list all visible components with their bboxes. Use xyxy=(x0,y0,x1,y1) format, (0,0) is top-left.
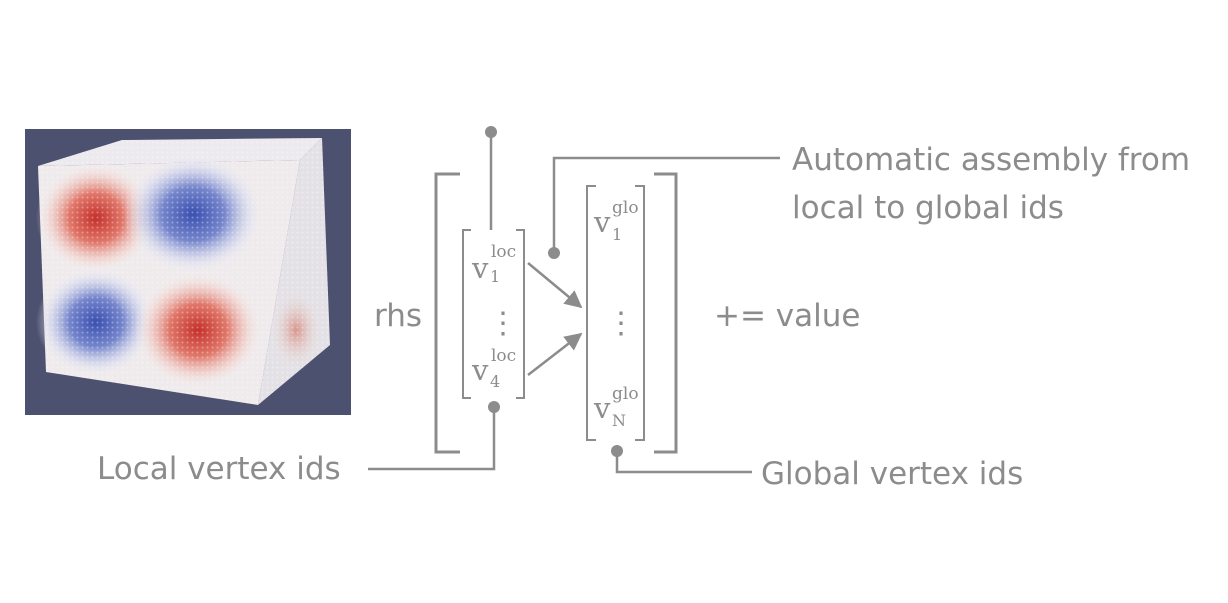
svg-text:loc: loc xyxy=(491,242,516,262)
automatic-assembly-label-line2: local to global ids xyxy=(792,190,1064,226)
svg-text:v: v xyxy=(593,391,611,425)
svg-text:v: v xyxy=(471,251,489,285)
rhs-outer-bracket-left xyxy=(434,172,460,454)
global-vector-bracket-left xyxy=(586,185,596,441)
svg-text:4: 4 xyxy=(490,372,500,391)
svg-text:glo: glo xyxy=(612,384,639,404)
global-vertex-ids-connector xyxy=(615,451,752,474)
global-vector-bracket-right xyxy=(635,185,645,441)
svg-text:1: 1 xyxy=(490,267,500,286)
local-vector-entry-last: v loc 4 xyxy=(471,346,516,391)
local-vector-dots: ⋮ xyxy=(488,306,518,341)
rhs-outer-bracket-right xyxy=(654,172,678,454)
local-vector-entry-first: v loc 1 xyxy=(471,242,516,286)
assembly-arrow-from-first xyxy=(527,262,583,309)
local-vector-bracket-right xyxy=(516,229,525,399)
local-vertex-ids-label: Local vertex ids xyxy=(97,451,341,487)
local-vertex-ids-connector xyxy=(368,407,496,471)
assembly-arrow-from-last xyxy=(527,332,583,376)
rhs-label: rhs xyxy=(374,298,422,334)
svg-text:N: N xyxy=(612,411,626,430)
global-vector-dots: ⋮ xyxy=(606,306,636,341)
plus-equals-value-label: += value xyxy=(714,298,860,334)
global-vertex-ids-label: Global vertex ids xyxy=(761,456,1023,492)
svg-text:loc: loc xyxy=(491,346,516,366)
global-vector-entry-last: v glo N xyxy=(593,384,639,430)
svg-text:v: v xyxy=(593,205,611,239)
svg-text:v: v xyxy=(471,353,489,387)
local-pin-top-dot xyxy=(485,126,497,138)
global-vector-entry-first: v glo 1 xyxy=(593,198,639,244)
local-vector-bracket-left xyxy=(462,229,471,399)
automatic-assembly-connector xyxy=(552,156,780,253)
automatic-assembly-label-line1: Automatic assembly from xyxy=(792,142,1190,178)
svg-text:glo: glo xyxy=(612,198,639,218)
svg-text:1: 1 xyxy=(612,225,622,244)
field-cube-image xyxy=(25,129,351,415)
